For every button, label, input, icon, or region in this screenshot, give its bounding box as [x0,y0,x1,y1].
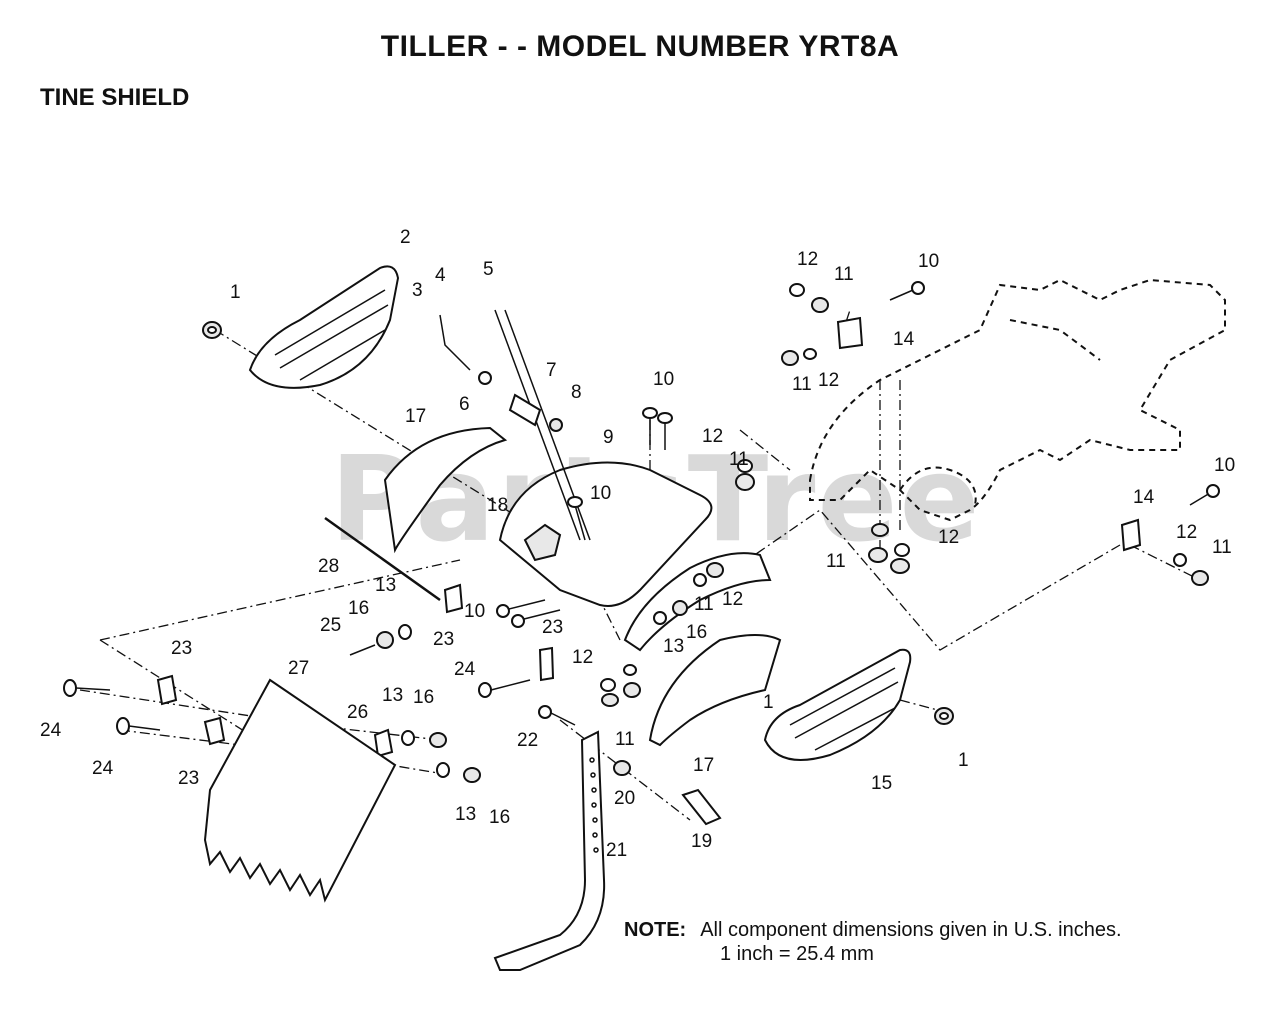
callout-10: 10 [918,251,939,272]
main-tine-shield [498,461,772,652]
callout-16: 16 [686,622,707,643]
note-block: NOTE: All component dimensions given in U… [624,918,1122,965]
note-line-2: 1 inch = 25.4 mm [720,943,874,965]
mounting-plate-14 [836,316,1142,552]
callout-24: 24 [454,659,476,680]
side-shield-right [763,648,912,761]
carriage-bolt-10 [496,281,1220,628]
washer-and-nut-set [600,283,1209,707]
section-title: TINE SHIELD [40,84,190,111]
callout-16: 16 [348,598,369,619]
callout-8: 8 [571,382,582,403]
bracket-23 [156,583,555,746]
callout-11: 11 [615,729,635,750]
callout-20: 20 [614,788,635,809]
rod-28 [324,516,441,602]
callout-16: 16 [413,687,434,708]
callout-3: 3 [412,280,423,301]
callout-5: 5 [483,259,494,280]
callout-13: 13 [663,636,684,657]
callout-11: 11 [1212,537,1232,558]
page-title: TILLER - - MODEL NUMBER YRT8A [380,30,900,63]
shield-flap-17 [383,426,782,747]
callout-10: 10 [590,483,611,504]
callout-17: 17 [693,755,714,776]
callout-22: 22 [517,730,538,751]
callout-6: 6 [459,394,470,415]
callout-27: 27 [288,658,309,679]
bolt-24 [63,679,531,735]
callout-4: 4 [435,265,446,286]
callout-26: 26 [347,702,368,723]
callout-12: 12 [818,370,839,391]
callout-11: 11 [826,551,846,572]
callout-1: 1 [230,282,241,303]
callout-labels: 1 1 1 2 3 4 5 6 7 8 9 10 10 10 10 10 11 … [40,227,1235,861]
callout-12: 12 [797,249,818,270]
callout-19: 19 [691,831,712,852]
callout-23: 23 [433,629,454,650]
callout-12: 12 [702,426,723,447]
callout-17: 17 [405,406,426,427]
callout-7: 7 [546,360,557,381]
callout-13: 13 [455,804,476,825]
callout-11: 11 [834,264,854,285]
bolt-pin-set [538,705,722,826]
callout-12: 12 [572,647,593,668]
callout-10: 10 [464,601,485,622]
callout-23: 23 [178,768,199,789]
callout-9: 9 [603,427,614,448]
callout-23: 23 [171,638,192,659]
callout-1: 1 [763,692,774,713]
callout-13: 13 [375,575,396,596]
callout-13: 13 [382,685,403,706]
callout-24: 24 [92,758,114,779]
callout-1: 1 [958,750,969,771]
note-label: NOTE: [624,919,687,941]
callout-11: 11 [694,594,714,615]
callout-14: 14 [1133,487,1155,508]
callout-12: 12 [938,527,959,548]
callout-21: 21 [606,840,627,861]
callout-25: 25 [320,615,341,636]
callout-2: 2 [400,227,411,248]
callout-10: 10 [653,369,674,390]
callout-14: 14 [893,329,915,350]
callout-12: 12 [1176,522,1197,543]
pin-and-washers [349,600,688,783]
clip-26 [373,728,394,758]
tiller-frame-outline [809,278,1226,522]
callout-11: 11 [792,374,812,395]
callout-24: 24 [40,720,62,741]
callout-23: 23 [542,617,563,638]
bracket-18 [523,523,562,562]
callout-16: 16 [489,807,510,828]
note-line-1: All component dimensions given in U.S. i… [700,919,1122,941]
callout-11: 11 [729,449,749,470]
callout-15: 15 [871,773,892,794]
callout-10: 10 [1214,455,1235,476]
depth-bar-21 [493,730,606,971]
side-shield-left [248,265,400,389]
callout-18: 18 [487,495,508,516]
callout-28: 28 [318,556,339,577]
callout-12: 12 [722,589,743,610]
tine-flap-27 [203,678,397,903]
